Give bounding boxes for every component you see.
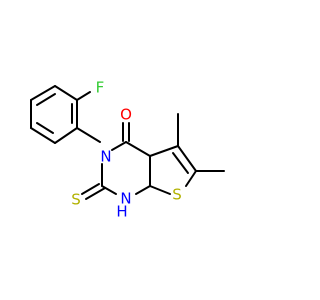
bond-n-c4: [111, 141, 127, 151]
bond-c7a-nh: [135, 185, 151, 195]
bond-nh-c2: [101, 185, 117, 195]
bond-s-c7a: [149, 185, 171, 195]
bond-c6-s: [185, 170, 197, 187]
bond-phenyl-6: [30, 85, 56, 101]
bond-c5-c6: [177, 145, 197, 172]
atom-hydrogen: H: [116, 203, 127, 221]
bond-c4a-c5: [149, 145, 179, 157]
bond-c4-c4a: [125, 141, 151, 157]
chemical-structure: F O N S N H S: [30, 79, 225, 221]
bond-aryl-n: [76, 127, 101, 143]
atom-nitrogen-hn: N: [120, 190, 131, 208]
bond-phenyl-inner-2: [36, 122, 54, 134]
bond-c5-c6-inner: [172, 152, 189, 174]
bond-thione-1: [81, 183, 100, 195]
atom-labels: F O N S N H S: [71, 79, 182, 221]
atom-sulfur-thione: S: [71, 191, 81, 209]
bond-thione-2: [85, 187, 106, 200]
atom-fluorine: F: [96, 79, 105, 97]
bond-phenyl-inner-1: [36, 93, 56, 106]
bond-phenyl-4: [30, 127, 56, 144]
bond-c-f: [76, 91, 91, 101]
atom-sulfur-ring: S: [172, 186, 182, 204]
atom-oxygen: O: [120, 106, 132, 124]
bonds: [30, 85, 225, 200]
bond-phenyl-1: [54, 85, 78, 101]
atom-nitrogen: N: [100, 148, 111, 166]
bond-phenyl-3: [54, 127, 78, 144]
